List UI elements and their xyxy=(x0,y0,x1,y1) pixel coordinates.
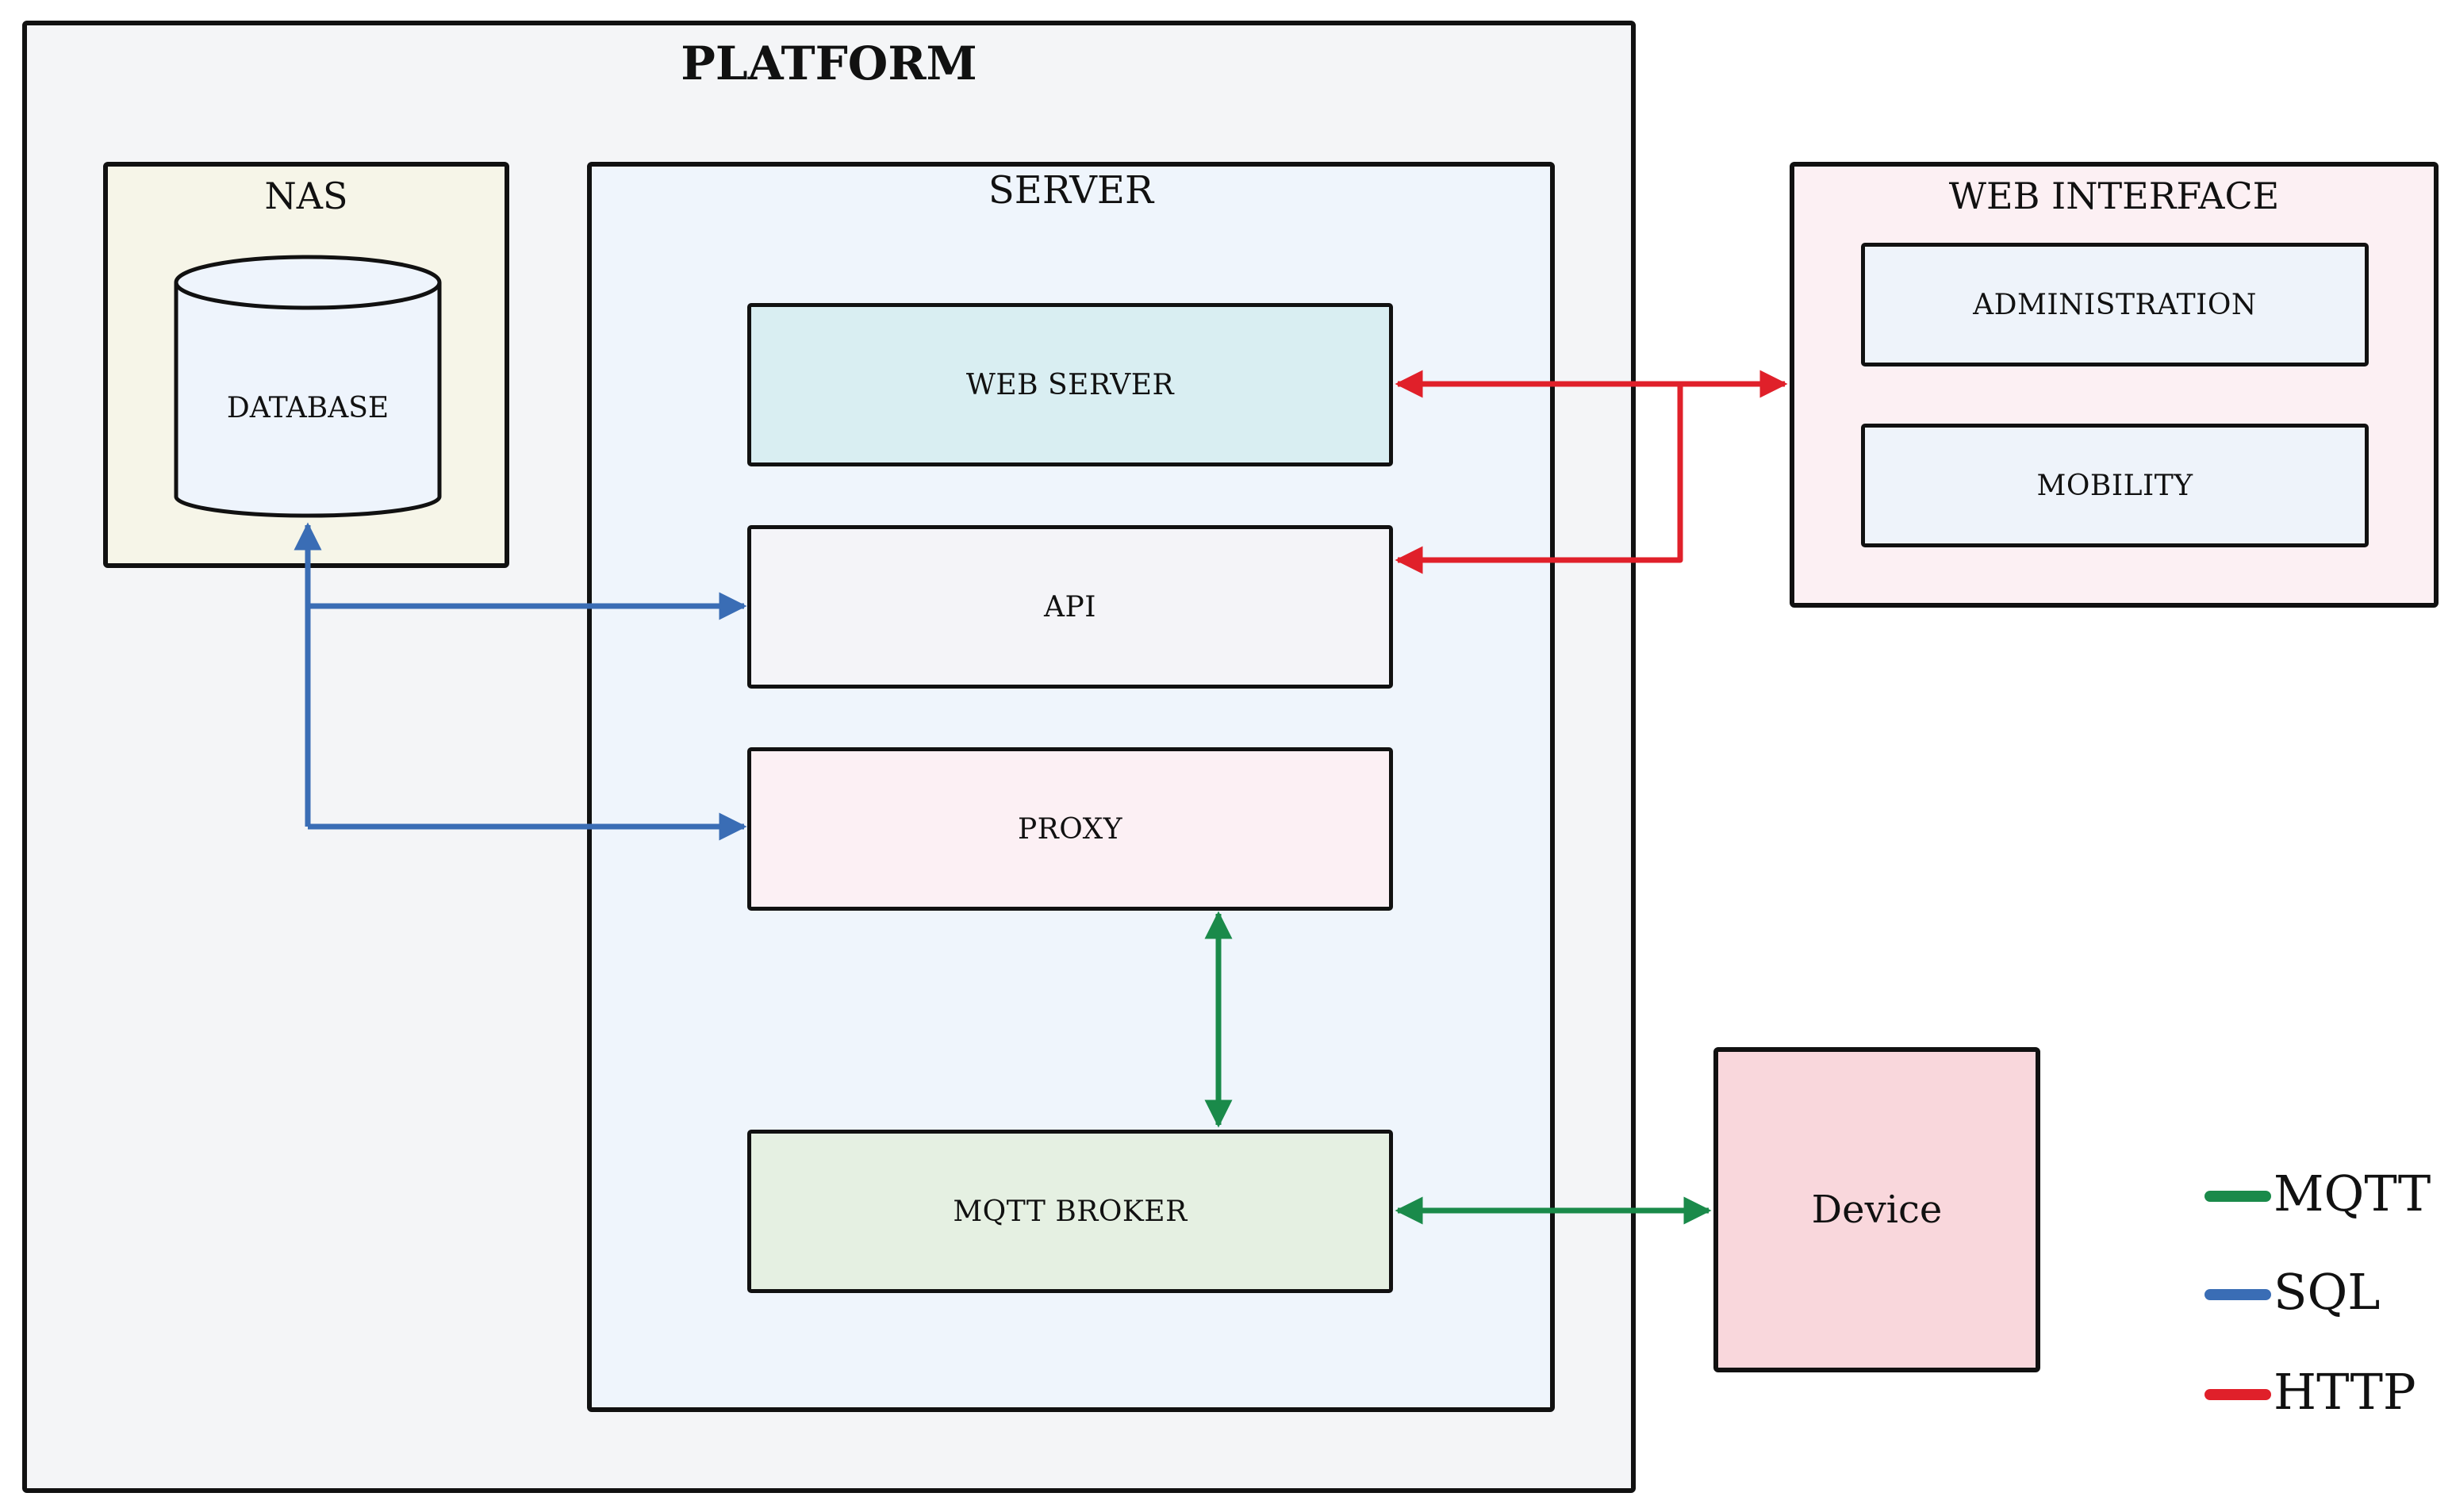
sql-connections xyxy=(294,522,747,841)
server-title: SERVER xyxy=(988,168,1154,213)
legend-label-sql: SQL xyxy=(2274,1263,2381,1321)
http-line-api xyxy=(1395,384,1683,574)
web-server-label: WEB SERVER xyxy=(965,368,1175,401)
proxy-box[interactable]: PROXY xyxy=(747,747,1393,911)
device-label: Device xyxy=(1811,1188,1943,1232)
web-server-box[interactable]: WEB SERVER xyxy=(747,303,1393,466)
mobility-label: MOBILITY xyxy=(2036,469,2193,502)
database-label: DATABASE xyxy=(227,392,389,424)
device-box[interactable]: Device xyxy=(1713,1047,2040,1372)
proxy-label: PROXY xyxy=(1017,812,1123,846)
platform-title: PLATFORM xyxy=(681,36,977,90)
mqtt-broker-label: MQTT BROKER xyxy=(953,1195,1188,1228)
mqtt-connections xyxy=(1204,911,1712,1225)
http-connections xyxy=(1395,370,1788,574)
api-label: API xyxy=(1044,590,1096,624)
mqtt-broker-box[interactable]: MQTT BROKER xyxy=(747,1130,1393,1293)
database-cylinder[interactable] xyxy=(174,255,442,518)
mobility-box[interactable]: MOBILITY xyxy=(1861,424,2369,547)
web-interface-title: WEB INTERFACE xyxy=(1948,175,2280,217)
api-box[interactable]: API xyxy=(747,525,1393,689)
administration-label: ADMINISTRATION xyxy=(1973,288,2257,321)
legend-label-http: HTTP xyxy=(2274,1363,2416,1421)
nas-title: NAS xyxy=(264,175,348,217)
legend-label-mqtt: MQTT xyxy=(2274,1165,2431,1222)
administration-box[interactable]: ADMINISTRATION xyxy=(1861,243,2369,366)
